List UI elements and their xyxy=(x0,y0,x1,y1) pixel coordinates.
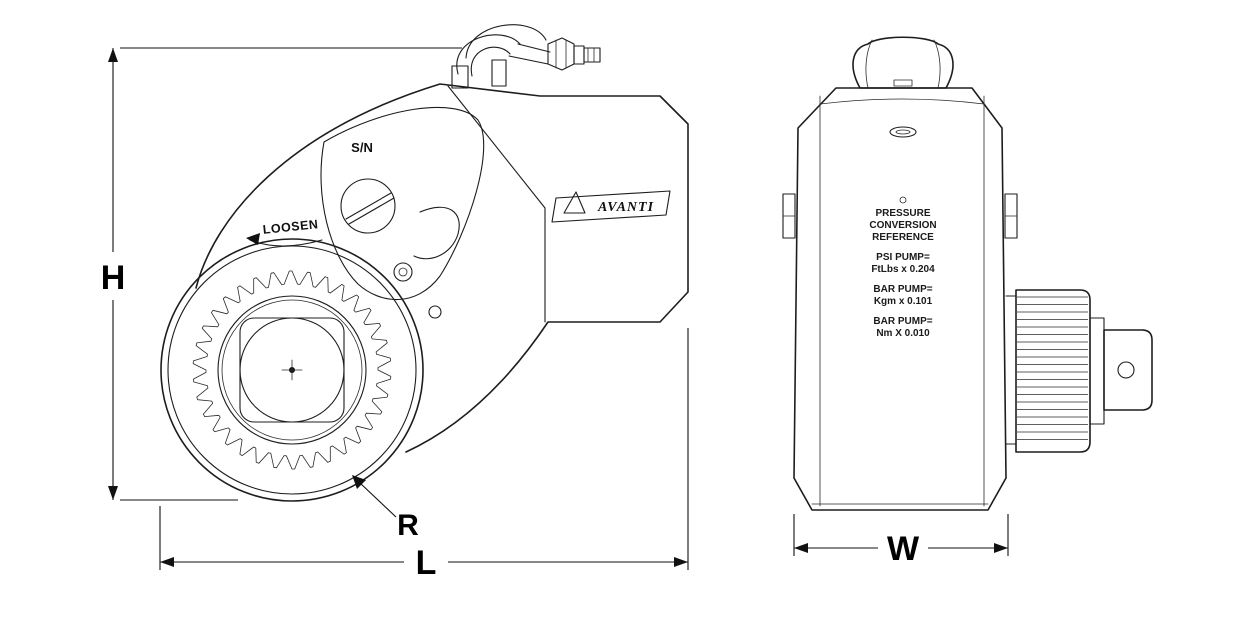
hose-swivel xyxy=(451,24,601,89)
l-arrow-left-icon xyxy=(160,557,174,567)
top-slot-outer xyxy=(889,126,917,138)
detail-hole-outer xyxy=(393,262,413,282)
conversion-entry-label: BAR PUMP= xyxy=(873,284,932,295)
center-cross xyxy=(281,359,303,381)
swivel-tube-outer xyxy=(456,34,521,75)
fitting-end-cap xyxy=(583,47,601,63)
conversion-reference: PRESSURE CONVERSION REFERENCE PSI PUMP= … xyxy=(869,208,936,339)
top-slot-inner xyxy=(895,129,911,135)
spline-drum xyxy=(1015,289,1091,453)
front-view: PRESSURE CONVERSION REFERENCE PSI PUMP= … xyxy=(782,36,1153,511)
front-panel-lines xyxy=(819,95,985,507)
r-arrowhead-icon xyxy=(352,475,366,489)
hex-facet-lines xyxy=(555,39,567,69)
end-cap-lines xyxy=(587,47,595,63)
side-view: LOOSEN S/N AVANTI xyxy=(160,24,689,502)
h-arrow-bottom-icon xyxy=(108,486,118,500)
r-leader-line xyxy=(359,482,397,518)
detail-hole-inner xyxy=(398,267,408,277)
w-dimension-label: W xyxy=(887,530,920,568)
h-extension-lines xyxy=(120,47,462,501)
shaft-step xyxy=(1005,295,1017,445)
h-dimension-label: H xyxy=(101,259,126,297)
knob-outline xyxy=(852,36,954,89)
detail-hole-small xyxy=(428,305,442,319)
hex-fitting xyxy=(547,37,575,71)
conversion-entry-formula: FtLbs x 0.204 xyxy=(871,264,935,275)
fitting-collar xyxy=(573,45,585,65)
l-extension-lines xyxy=(159,328,689,570)
spline-shaft xyxy=(1005,289,1153,453)
drive-hole xyxy=(1117,361,1135,379)
w-arrow-left-icon xyxy=(794,543,808,553)
loosen-label: LOOSEN xyxy=(262,217,319,237)
gear-teeth xyxy=(192,270,392,470)
dimension-h: H xyxy=(101,47,462,501)
pin-hole xyxy=(899,196,907,204)
brand-label: AVANTI xyxy=(597,200,654,215)
loosen-arrowhead-icon xyxy=(246,233,260,245)
body-edge-line xyxy=(447,85,546,323)
r-dimension-label: R xyxy=(397,509,419,542)
brand-plate-outline xyxy=(551,190,671,223)
body-outline xyxy=(195,83,689,453)
conversion-entry-formula: Kgm x 0.101 xyxy=(874,296,933,307)
l-arrow-right-icon xyxy=(674,557,688,567)
swivel-tube-neck xyxy=(508,43,551,65)
front-body-outline xyxy=(793,87,1007,511)
drive-ring xyxy=(160,238,424,502)
top-knob xyxy=(852,36,954,89)
conversion-entry-label: PSI PUMP= xyxy=(876,252,930,263)
brand-triangle-icon xyxy=(563,191,586,214)
crest-plate xyxy=(320,106,485,301)
conversion-title-line: PRESSURE xyxy=(875,208,930,219)
w-extension-lines xyxy=(793,514,1009,556)
swivel-bail xyxy=(465,24,547,59)
swivel-tube-inner xyxy=(470,46,511,77)
ring-hub-inner xyxy=(221,299,363,441)
brand-plate: AVANTI xyxy=(551,190,671,223)
plug-circle xyxy=(340,178,396,234)
knob-slot xyxy=(893,79,913,87)
w-arrow-right-icon xyxy=(994,543,1008,553)
shaft-collar xyxy=(1089,317,1105,425)
swivel-mount-right xyxy=(491,59,507,87)
dimension-r: R xyxy=(352,475,419,542)
square-drive xyxy=(1103,329,1153,411)
knob-knurl-lines xyxy=(865,39,941,89)
dimension-w: W xyxy=(793,514,1009,568)
plug-screw xyxy=(340,178,396,234)
l-dimension-label: L xyxy=(416,544,437,582)
h-arrow-top-icon xyxy=(108,48,118,62)
loosen-arrow xyxy=(246,233,323,247)
conversion-title-line: REFERENCE xyxy=(872,232,934,243)
conversion-title-line: CONVERSION xyxy=(869,220,936,231)
dimension-l: L xyxy=(159,328,689,582)
front-top-curve xyxy=(819,98,985,105)
plug-slot xyxy=(345,192,395,225)
lever-clip xyxy=(413,206,460,260)
ring-hub-outer xyxy=(217,295,367,445)
spline-ridges xyxy=(1017,296,1088,440)
serial-label: S/N xyxy=(351,140,373,155)
ring-outer xyxy=(160,238,424,502)
conversion-entry-formula: Nm X 0.010 xyxy=(876,328,930,339)
swivel-mount-left xyxy=(451,65,469,89)
conversion-entry-label: BAR PUMP= xyxy=(873,316,932,327)
socket-bore xyxy=(239,317,345,423)
